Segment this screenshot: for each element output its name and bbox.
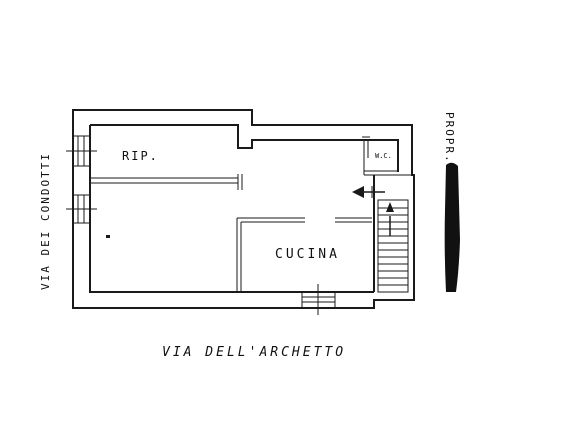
room-label-wc: W.C.: [375, 152, 392, 160]
street-label-left: VIA DEI CONDOTTI: [39, 152, 52, 290]
window-bottom: [301, 284, 336, 315]
partition-rip: [90, 174, 243, 190]
staircase: [377, 199, 409, 293]
room-label-rip: RIP.: [122, 149, 159, 163]
stair-arrow: [386, 202, 394, 236]
wc-walls: [362, 136, 412, 176]
inner-walls: [89, 124, 399, 293]
property-label: PROPR.: [443, 112, 456, 164]
street-label-bottom: VIA DELL'ARCHETTO: [162, 345, 346, 360]
window-left-top: [66, 135, 97, 167]
small-mark: [106, 235, 110, 238]
room-label-cucina: CUCINA: [275, 247, 340, 262]
outer-walls: [72, 109, 415, 309]
entrance-arrow-icon: [352, 186, 385, 198]
kitchen-walls: [236, 217, 372, 292]
property-boundary-hatch: [444, 162, 460, 292]
window-left-bottom: [66, 194, 97, 224]
